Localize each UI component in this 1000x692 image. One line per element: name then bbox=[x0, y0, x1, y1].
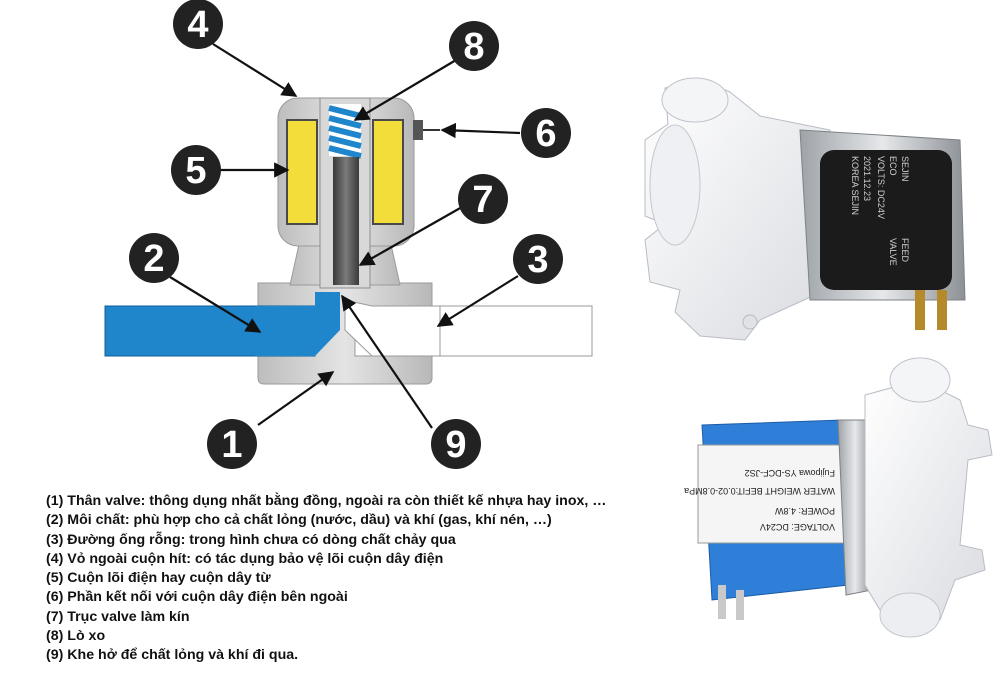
legend-item-8: (8) Lò xo bbox=[46, 628, 106, 645]
plunger bbox=[333, 157, 359, 285]
svg-text:ECO: ECO bbox=[888, 156, 898, 176]
terminal-4 bbox=[736, 590, 744, 620]
callout-2: 2 bbox=[129, 233, 179, 283]
svg-text:Fujipowa YS-DCF-JS2: Fujipowa YS-DCF-JS2 bbox=[745, 468, 835, 478]
wire-connector bbox=[413, 120, 423, 140]
legend-item-6: (6) Phần kết nối với cuộn dây điện bên n… bbox=[46, 589, 348, 606]
coil-right bbox=[372, 119, 404, 225]
svg-text:VOLTAGE: DC24V: VOLTAGE: DC24V bbox=[760, 522, 835, 532]
svg-text:2: 2 bbox=[143, 238, 164, 280]
top-port-2 bbox=[889, 357, 951, 403]
terminal-2 bbox=[937, 290, 947, 330]
coil-left bbox=[286, 119, 318, 225]
callout-1: 1 bbox=[207, 419, 257, 469]
callout-9: 9 bbox=[431, 419, 481, 469]
legend-item-9: (9) Khe hở để chất lỏng và khí đi qua. bbox=[46, 647, 299, 664]
callout-4: 4 bbox=[173, 0, 223, 49]
svg-text:7: 7 bbox=[472, 179, 493, 221]
legend-item-3: (3) Đường ống rỗng: trong hình chưa có d… bbox=[46, 531, 456, 548]
svg-text:1: 1 bbox=[221, 424, 242, 466]
svg-text:VALVE: VALVE bbox=[888, 238, 898, 266]
svg-text:2021.12.23: 2021.12.23 bbox=[862, 156, 872, 201]
top-port bbox=[661, 77, 729, 123]
legend-item-5: (5) Cuộn lõi điện hay cuộn dây từ bbox=[46, 570, 271, 587]
legend-list: (1) Thân valve: thông dụng nhất bằng đồn… bbox=[46, 492, 666, 666]
legend-item-7: (7) Trục valve làm kín bbox=[46, 608, 190, 625]
callout-6: 6 bbox=[521, 108, 571, 158]
svg-text:9: 9 bbox=[445, 424, 466, 466]
pointer-lines bbox=[169, 43, 521, 429]
svg-text:KOREA SEJIN: KOREA SEJIN bbox=[850, 156, 860, 215]
svg-text:FEED: FEED bbox=[900, 238, 910, 263]
valve-cross-section bbox=[104, 97, 593, 385]
callout-7: 7 bbox=[458, 174, 508, 224]
svg-text:WATER WEIGHT BEFIT:0.02-0.8MPa: WATER WEIGHT BEFIT:0.02-0.8MPa bbox=[684, 486, 835, 496]
svg-text:VOLTS: DC24V: VOLTS: DC24V bbox=[876, 156, 886, 219]
legend-item-1: (1) Thân valve: thông dụng nhất bằng đồn… bbox=[46, 493, 607, 509]
legend-item-2: (2) Môi chất: phù hợp cho cả chất lỏng (… bbox=[46, 512, 552, 529]
plastic-body-2 bbox=[864, 379, 993, 621]
coil-label-white: VOLTAGE: DC24V POWER: 4.8W WATER WEIGHT … bbox=[684, 444, 849, 544]
terminal-1 bbox=[915, 290, 925, 330]
fluid-path bbox=[255, 292, 340, 356]
svg-text:4: 4 bbox=[187, 4, 208, 46]
side-port bbox=[649, 124, 701, 246]
valve-photo-top: SEJIN FEED ECO VALVE VOLTS: DC24V 2021.1… bbox=[644, 77, 966, 341]
valve-photo-bottom: VOLTAGE: DC24V POWER: 4.8W WATER WEIGHT … bbox=[684, 357, 993, 638]
svg-text:5: 5 bbox=[185, 150, 206, 192]
bottom-port-2 bbox=[879, 592, 941, 638]
callout-3: 3 bbox=[513, 234, 563, 284]
svg-text:8: 8 bbox=[463, 26, 484, 68]
svg-text:SEJIN: SEJIN bbox=[900, 156, 910, 182]
callout-8: 8 bbox=[449, 21, 499, 71]
outlet-channel bbox=[344, 299, 441, 357]
coil-label-text: SEJIN FEED ECO VALVE VOLTS: DC24V 2021.1… bbox=[850, 156, 910, 266]
black-coil bbox=[820, 150, 952, 290]
svg-text:POWER: 4.8W: POWER: 4.8W bbox=[774, 506, 835, 516]
svg-text:6: 6 bbox=[535, 113, 556, 155]
svg-text:3: 3 bbox=[527, 239, 548, 281]
legend-item-4: (4) Vỏ ngoài cuộn hít: có tác dụng bảo v… bbox=[46, 550, 444, 567]
terminal-3 bbox=[718, 585, 726, 619]
spring bbox=[328, 104, 362, 159]
callout-5: 5 bbox=[171, 145, 221, 195]
